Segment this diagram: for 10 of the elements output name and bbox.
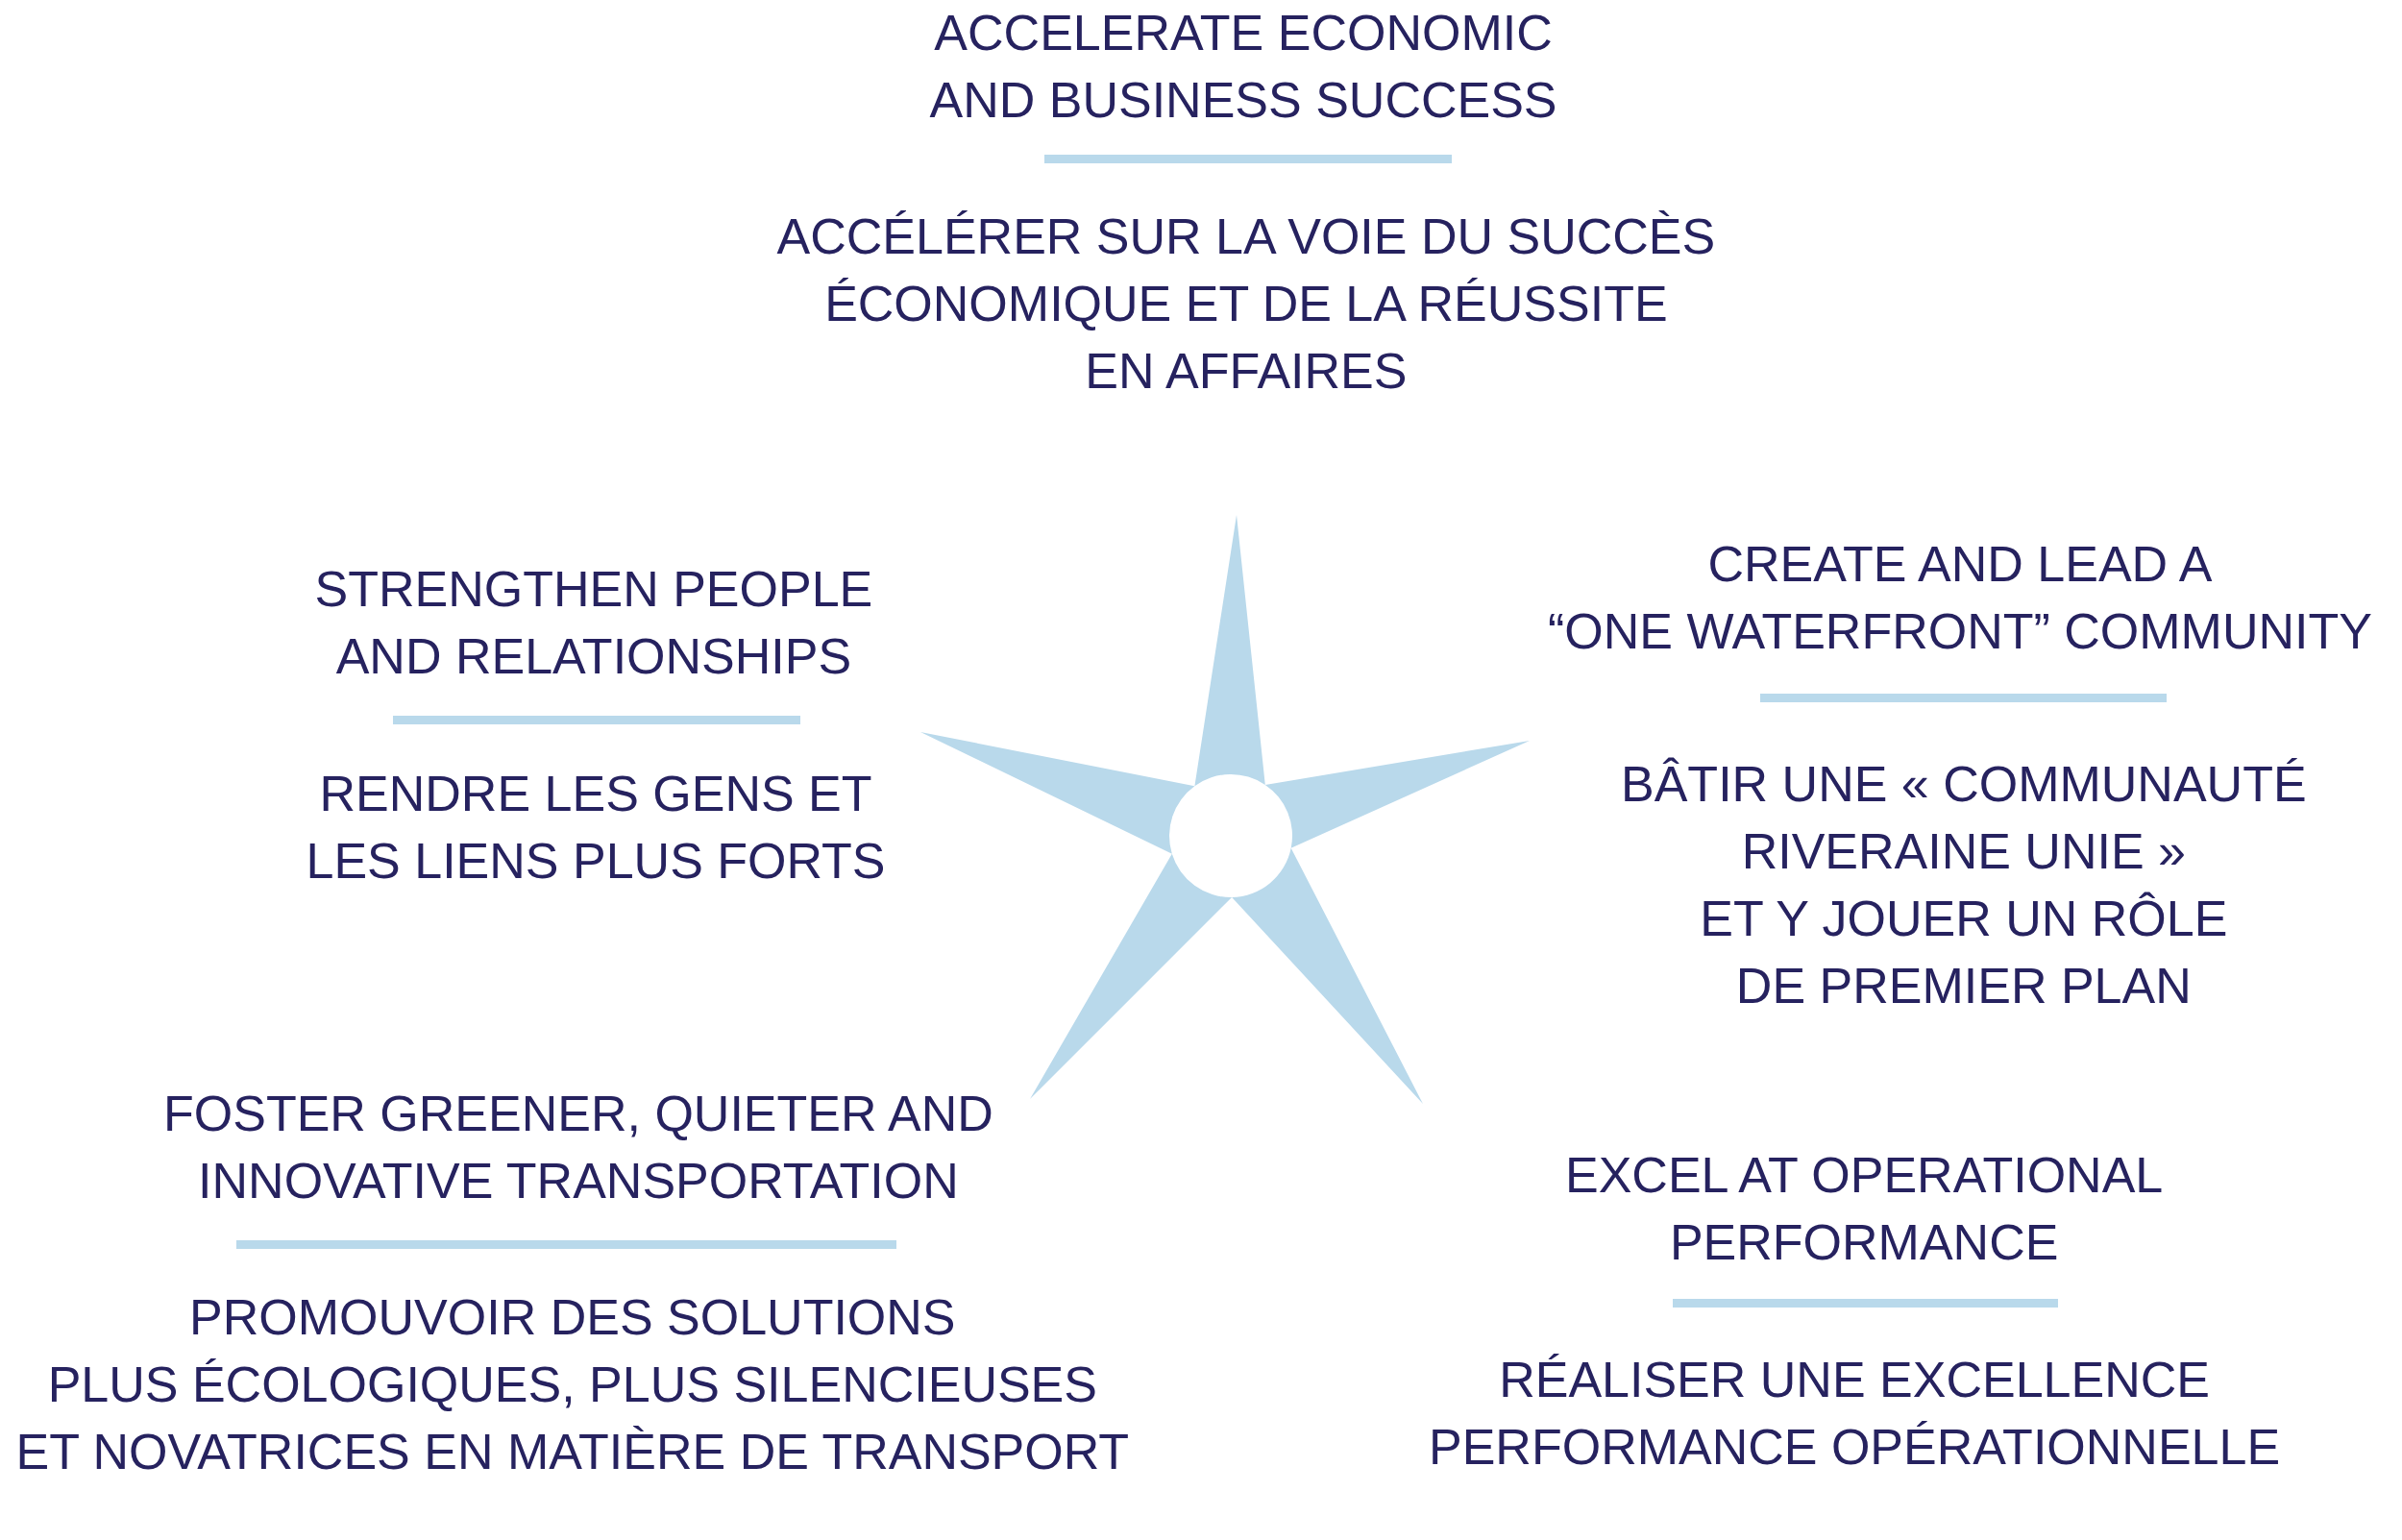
goal-heading: CREATE AND LEAD A “ONE WATERFRONT” COMMUNITY <box>1548 534 2372 661</box>
goal-heading: EXCEL AT OPERATIONAL PERFORMANCE <box>1565 1145 2164 1272</box>
goal-translation: PROMOUVOIR DES SOLUTIONS PLUS ÉCOLOGIQUES, PLUS SILENCIEUSES ET NOVATRICES EN MATIÈRE DE TRANSPORT <box>15 1287 1130 1481</box>
goal-heading: ACCELERATE ECONOMIC AND BUSINESS SUCCESS <box>929 4 1557 130</box>
goal-translation: RENDRE LES GENS ET LES LIENS PLUS FORTS <box>306 764 886 891</box>
goal-translation: RÉALISER UNE EXCELLENCE PERFORMANCE OPÉRATIONNELLE <box>1429 1350 2281 1477</box>
goal-translation: ACCÉLÉRER SUR LA VOIE DU SUCCÈS ÉCONOMIQUE ET DE LA RÉUSSITE EN AFFAIRES <box>776 207 1716 401</box>
goal-translation: BÂTIR UNE « COMMUNAUTÉ RIVERAINE UNIE » ET Y JOUER UN RÔLE DE PREMIER PLAN <box>1621 754 2307 1015</box>
goal-heading: STRENGTHEN PEOPLE AND RELATIONSHIPS <box>314 559 873 686</box>
goal-heading: FOSTER GREENER, QUIETER AND INNOVATIVE TRANSPORTATION <box>163 1084 993 1210</box>
